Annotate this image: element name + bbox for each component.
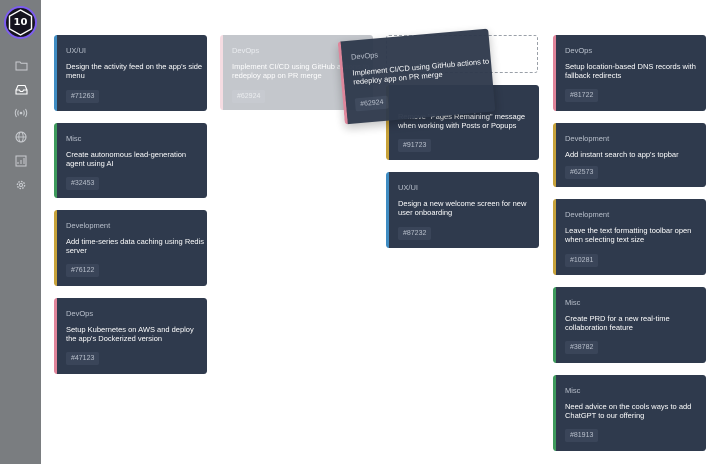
- card-title: Setup location-based DNS records with fa…: [565, 62, 696, 80]
- inbox-icon: [14, 84, 28, 95]
- card-title: Add time-series data caching using Redis…: [66, 237, 204, 255]
- task-card[interactable]: UX/UI Design the activity feed on the ap…: [54, 35, 207, 111]
- card-id-badge: #62573: [565, 166, 599, 179]
- folder-icon: [15, 61, 27, 70]
- nav-broadcast[interactable]: [11, 103, 31, 123]
- card-id-badge: #81722: [565, 89, 599, 102]
- card-id-badge: #62924: [354, 95, 390, 112]
- task-card[interactable]: Development Leave the text formatting to…: [553, 199, 706, 275]
- card-title: Design the activity feed on the app's si…: [66, 62, 203, 80]
- card-title: Leave the text formatting toolbar open w…: [565, 226, 692, 244]
- card-title: Design a new welcome screen for new user…: [398, 199, 527, 217]
- card-tag: Misc: [565, 298, 581, 307]
- card-tag: DevOps: [350, 50, 379, 62]
- card-tag: UX/UI: [66, 46, 87, 55]
- card-id-badge: #91723: [398, 139, 432, 152]
- card-id-badge: #81913: [565, 429, 599, 442]
- card-title: Implement CI/CD using GitHub actions to …: [352, 56, 490, 87]
- card-id-badge: #38782: [565, 341, 599, 354]
- card-tag: DevOps: [232, 46, 260, 55]
- nav-settings[interactable]: [11, 175, 31, 195]
- gear-icon: [16, 180, 26, 190]
- card-title: Create autonomous lead-generation agent …: [66, 150, 187, 168]
- card-title: Add instant search to app's topbar: [565, 150, 679, 159]
- card-title: Need advice on the cools ways to add Cha…: [565, 402, 692, 420]
- task-card-dragging[interactable]: DevOps Implement CI/CD using GitHub acti…: [337, 28, 496, 125]
- card-tag: Development: [565, 210, 610, 219]
- sidebar: 10: [0, 0, 41, 464]
- card-tag: Development: [565, 134, 610, 143]
- task-card[interactable]: Misc Create autonomous lead-generation a…: [54, 123, 207, 198]
- nav-inbox[interactable]: [11, 79, 31, 99]
- card-id-badge: #32453: [66, 177, 100, 190]
- globe-icon: [15, 131, 27, 143]
- card-id-badge: #71263: [66, 90, 100, 103]
- task-card[interactable]: Misc Create PRD for a new real-time coll…: [553, 287, 706, 363]
- logo-text: 10: [13, 17, 28, 28]
- broadcast-icon: [14, 108, 28, 118]
- card-id-badge: #76122: [66, 264, 100, 277]
- task-card[interactable]: DevOps Setup location-based DNS records …: [553, 35, 706, 111]
- card-id-badge: #87232: [398, 227, 432, 240]
- card-title: Remove "Pages Remaining" message when wo…: [398, 112, 526, 130]
- nav-folder[interactable]: [11, 55, 31, 75]
- task-card[interactable]: Development Add time-series data caching…: [54, 210, 207, 286]
- task-card[interactable]: Misc Need advice on the cools ways to ad…: [553, 375, 706, 451]
- task-card[interactable]: Development Add instant search to app's …: [553, 123, 706, 187]
- nav-globe[interactable]: [11, 127, 31, 147]
- task-card[interactable]: UX/UI Design a new welcome screen for ne…: [386, 172, 539, 248]
- card-tag: Development: [66, 221, 111, 230]
- card-tag: DevOps: [565, 46, 593, 55]
- card-tag: UX/UI: [398, 183, 419, 192]
- card-title: Create PRD for a new real-time collabora…: [565, 314, 670, 332]
- task-card[interactable]: DevOps Setup Kubernetes on AWS and deplo…: [54, 298, 207, 374]
- app-logo[interactable]: 10: [4, 6, 37, 39]
- card-title: Implement CI/CD using GitHub actions to …: [232, 62, 370, 80]
- card-id-badge: #10281: [565, 254, 599, 267]
- nav-chart[interactable]: [11, 151, 31, 171]
- card-tag: Misc: [66, 134, 82, 143]
- card-tag: DevOps: [66, 309, 94, 318]
- chart-icon: [15, 155, 27, 167]
- card-id-badge: #47123: [66, 352, 100, 365]
- card-title: Setup Kubernetes on AWS and deploy the a…: [66, 325, 194, 343]
- card-id-badge: #62924: [232, 90, 266, 103]
- card-tag: Misc: [565, 386, 581, 395]
